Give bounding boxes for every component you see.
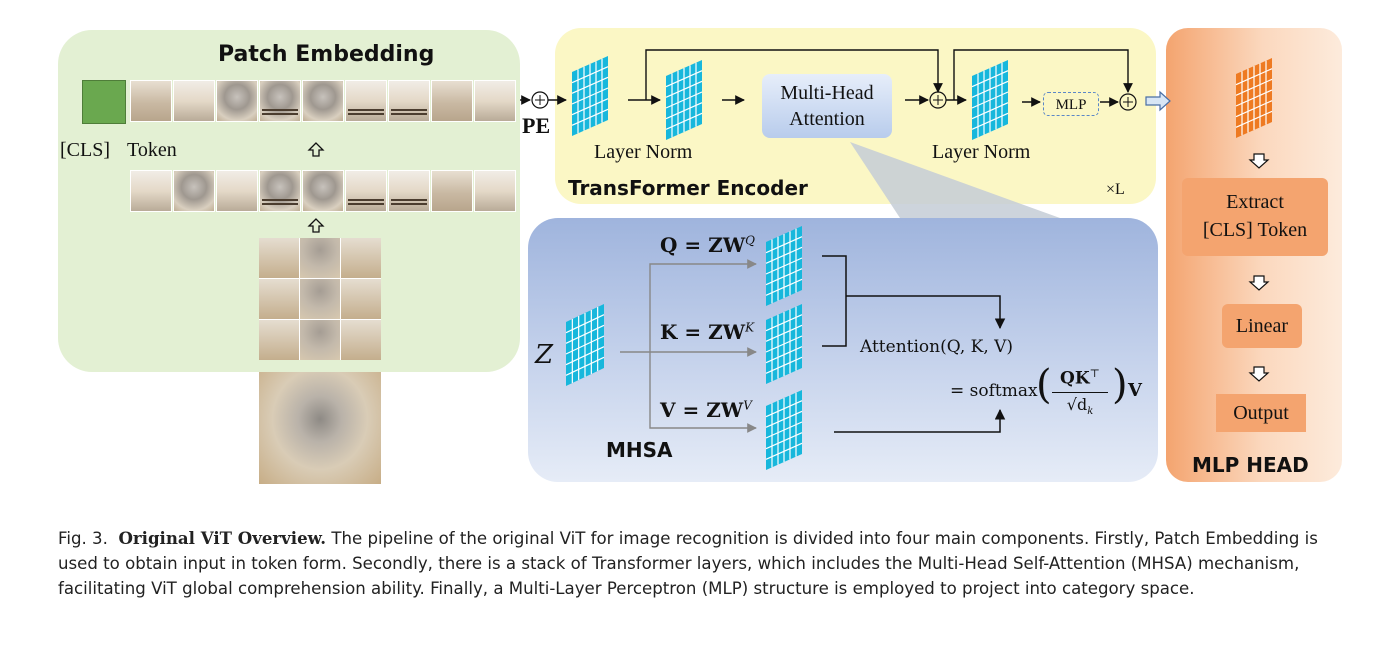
hollow-down-arrow-2 [1248, 275, 1270, 291]
repeat-label: ×L [1106, 181, 1125, 198]
patch [216, 80, 258, 122]
mha-line-1: Multi-Head [780, 82, 874, 104]
close-paren: ) [1112, 362, 1128, 408]
q-branch-arrow [620, 259, 757, 353]
patch [259, 170, 301, 212]
hollow-down-arrow-3 [1248, 366, 1270, 382]
extract-cls-box: Extract [CLS] Token [1182, 178, 1328, 256]
fraction-numerator: QK⊤ [1049, 367, 1111, 389]
layer-norm-label-1: Layer Norm [594, 141, 693, 163]
caption-prefix: Fig. 3. [58, 529, 108, 548]
mlp-box: MLP [1043, 92, 1099, 116]
v-equation: V = ZWV [660, 398, 752, 422]
cls-label: [CLS] [60, 139, 110, 161]
attention-formula: Attention(Q, K, V) [860, 337, 1014, 357]
hollow-up-arrow-1 [307, 142, 325, 157]
patch [431, 80, 473, 122]
fraction-bar [1052, 392, 1108, 393]
patch [431, 170, 473, 212]
token-label: Token [127, 139, 177, 161]
patch [345, 80, 387, 122]
mhsa-title: MHSA [606, 438, 673, 462]
v-equation-text: V = ZW [660, 398, 744, 422]
fraction-denominator: √dk [1049, 395, 1111, 417]
multi-head-attention-box: Multi-Head Attention [762, 74, 892, 138]
q-equation-text: Q = ZW [660, 233, 746, 257]
v-to-softmax-arrow [834, 408, 1006, 433]
feature-grid-layernorm-2 [971, 60, 1009, 140]
extract-line-1: Extract [1226, 191, 1284, 213]
split-patches-image [259, 238, 381, 360]
mha-line-2: Attention [789, 108, 865, 130]
q-equation: Q = ZWQ [660, 233, 755, 257]
softmax-suffix: V [1128, 380, 1142, 401]
v-branch-arrow [649, 352, 757, 433]
denominator-subscript: k [1087, 406, 1094, 418]
k-equation: K = ZWK [660, 320, 754, 344]
z-label: Z [535, 340, 554, 370]
mlp-head-title: MLP HEAD [1192, 453, 1309, 477]
k-equation-text: K = ZW [660, 320, 746, 344]
mhsa-panel [528, 218, 1158, 482]
patch [130, 80, 172, 122]
layer-norm-label-2: Layer Norm [932, 141, 1031, 163]
patch [345, 170, 387, 212]
qk-bracket [822, 255, 847, 347]
patch [216, 170, 258, 212]
open-paren: ( [1036, 362, 1052, 408]
patch [259, 80, 301, 122]
numerator-superscript: ⊤ [1089, 367, 1100, 380]
patch [302, 80, 344, 122]
figure-caption: Fig. 3. Original ViT Overview. The pipel… [58, 526, 1348, 601]
feature-grid-q [765, 226, 803, 306]
linear-box: Linear [1222, 304, 1302, 348]
feature-grid-layernorm-1 [665, 60, 703, 140]
numerator-text: QK [1060, 368, 1090, 389]
feature-grid-k [765, 304, 803, 384]
patch-token-row-bottom [130, 170, 517, 212]
q-superscript: Q [745, 233, 756, 248]
denominator-text: √d [1066, 395, 1088, 414]
residual-connection-2 [953, 49, 1133, 100]
pe-label: PE [522, 113, 551, 138]
output-box: Output [1216, 394, 1306, 432]
patch [474, 80, 516, 122]
patch [388, 170, 430, 212]
patch [173, 80, 215, 122]
residual-connection-1 [645, 49, 943, 100]
patch [302, 170, 344, 212]
k-superscript: K [745, 320, 755, 335]
hollow-down-arrow-1 [1248, 153, 1270, 169]
input-cat-image [259, 372, 381, 484]
extract-line-2: [CLS] Token [1202, 219, 1308, 241]
softmax-prefix: = softmax [950, 381, 1038, 401]
caption-bold: Original ViT Overview. [118, 528, 327, 548]
patch [474, 170, 516, 212]
caption-text: The pipeline of the original ViT for ima… [58, 529, 1318, 598]
transformer-encoder-title: TransFormer Encoder [568, 176, 808, 200]
add-node-2 [1119, 93, 1137, 111]
feature-grid-z [565, 304, 605, 386]
feature-grid-head [1235, 58, 1273, 138]
hollow-right-arrow [1145, 90, 1171, 112]
patch-embedding-title: Patch Embedding [218, 42, 435, 67]
patch [388, 80, 430, 122]
hollow-up-arrow-2 [307, 218, 325, 233]
patch [173, 170, 215, 212]
patch-token-row-top [130, 80, 517, 122]
qk-to-attention-arrow [846, 295, 1006, 330]
cls-token-box [82, 80, 126, 124]
patch [130, 170, 172, 212]
feature-grid-embed [571, 56, 609, 136]
feature-grid-v [765, 390, 803, 470]
v-superscript: V [743, 398, 752, 413]
